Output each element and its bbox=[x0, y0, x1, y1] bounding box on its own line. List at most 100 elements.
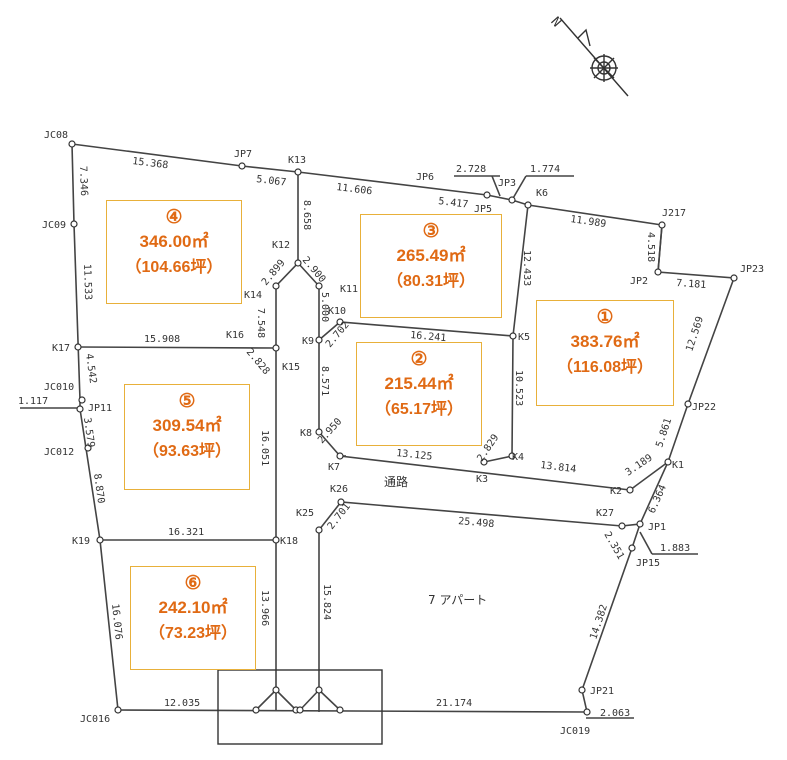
point-label: JC08 bbox=[44, 130, 68, 141]
point-label: K2 bbox=[610, 486, 622, 497]
point-label: JP22 bbox=[692, 402, 716, 413]
lot-number: ③ bbox=[422, 221, 440, 242]
point-label: K10 bbox=[328, 306, 346, 317]
distance-label: 3.579 bbox=[81, 417, 96, 448]
point-label: K14 bbox=[244, 290, 262, 301]
lot-1-info: ① 383.76㎡ （116.08坪） bbox=[536, 300, 674, 406]
apartment-label: 7 アパート bbox=[428, 593, 487, 607]
distance-label: 7.346 bbox=[77, 166, 89, 196]
distance-label: 5.861 bbox=[654, 417, 674, 449]
distance-label: 1.774 bbox=[530, 164, 560, 175]
distance-label: 2.063 bbox=[600, 708, 630, 719]
lot-tsubo: （65.17坪） bbox=[374, 401, 464, 418]
point-label: K9 bbox=[302, 336, 314, 347]
point-label: J217 bbox=[662, 208, 686, 219]
distance-label: 11.533 bbox=[81, 264, 93, 300]
lot-number: ② bbox=[410, 349, 428, 370]
lot-4-info: ④ 346.00㎡ （104.66坪） bbox=[106, 200, 242, 304]
distance-label: 16.241 bbox=[410, 330, 447, 344]
lot-tsubo: （104.66坪） bbox=[125, 259, 223, 276]
highlight-rectangle bbox=[217, 669, 383, 745]
distance-label: 4.542 bbox=[83, 353, 98, 384]
point-label: JP6 bbox=[416, 172, 434, 183]
lot-tsubo: （73.23坪） bbox=[148, 625, 238, 642]
point-label: K18 bbox=[280, 536, 298, 547]
distance-label: 21.174 bbox=[436, 698, 472, 709]
point-label: K27 bbox=[596, 508, 614, 519]
north-label: N bbox=[547, 14, 563, 30]
point-label: K16 bbox=[226, 330, 244, 341]
point-label: JP23 bbox=[740, 264, 764, 275]
point-label: JP3 bbox=[498, 178, 516, 189]
point-label: K25 bbox=[296, 508, 314, 519]
point-label: K5 bbox=[518, 332, 530, 343]
distance-label: 4.518 bbox=[645, 232, 656, 262]
distance-label: 12.433 bbox=[521, 250, 532, 286]
lot-area: 215.44㎡ bbox=[384, 374, 454, 393]
lot-5-info: ⑤ 309.54㎡ （93.63坪） bbox=[124, 384, 250, 490]
point-label: K1 bbox=[672, 460, 684, 471]
point-label: K19 bbox=[72, 536, 90, 547]
distance-label: 7.181 bbox=[676, 278, 707, 291]
distance-label: 16.051 bbox=[259, 430, 270, 466]
lot-area: 346.00㎡ bbox=[139, 232, 209, 251]
distance-label: 8.658 bbox=[301, 200, 312, 230]
point-labels: JC08 JP7 K13 JP6 JP5 JP3 K6 J217 JP2 JP2… bbox=[42, 130, 764, 737]
point-markers bbox=[68, 140, 738, 716]
point-label: JP1 bbox=[648, 522, 666, 533]
distance-label: 13.966 bbox=[259, 590, 270, 626]
point-label: K3 bbox=[476, 474, 488, 485]
lot-tsubo: （116.08坪） bbox=[556, 359, 654, 376]
point-label: JC019 bbox=[560, 726, 590, 737]
point-label: JP21 bbox=[590, 686, 614, 697]
distance-label: 1.883 bbox=[660, 543, 690, 554]
distance-label: 2.828 bbox=[244, 347, 272, 377]
distance-label: 2.351 bbox=[601, 530, 626, 562]
point-label: K11 bbox=[340, 284, 358, 295]
distance-label: 15.908 bbox=[144, 334, 180, 345]
lot-tsubo: （93.63坪） bbox=[142, 443, 232, 460]
lot-2-info: ② 215.44㎡ （65.17坪） bbox=[356, 342, 482, 446]
point-label: JP11 bbox=[88, 403, 112, 414]
distance-label: 5.417 bbox=[438, 196, 469, 211]
point-label: K15 bbox=[282, 362, 300, 373]
lot-number: ⑥ bbox=[184, 573, 202, 594]
lot-area: 242.10㎡ bbox=[158, 598, 228, 617]
lot-3-info: ③ 265.49㎡ （80.31坪） bbox=[360, 214, 502, 318]
distance-label: 13.125 bbox=[396, 448, 433, 463]
distance-label: 6.364 bbox=[647, 483, 669, 515]
point-label: JC010 bbox=[44, 382, 74, 393]
distance-label: 12.035 bbox=[164, 698, 200, 709]
distance-label: 7.548 bbox=[255, 308, 266, 338]
lot-area: 383.76㎡ bbox=[570, 332, 640, 351]
point-label: K13 bbox=[288, 155, 306, 166]
point-label: JP7 bbox=[234, 149, 252, 160]
lot-area: 309.54㎡ bbox=[152, 416, 222, 435]
north-compass-icon bbox=[559, 17, 629, 97]
point-label: JC09 bbox=[42, 220, 66, 231]
distance-label: 25.498 bbox=[458, 516, 495, 530]
lot-number: ⑤ bbox=[178, 391, 196, 412]
distance-label: 1.117 bbox=[18, 396, 48, 407]
distance-label: 10.523 bbox=[513, 370, 524, 406]
point-label: K6 bbox=[536, 188, 548, 199]
point-label: K12 bbox=[272, 240, 290, 251]
distance-label: 16.321 bbox=[168, 527, 204, 538]
distance-label: 13.814 bbox=[540, 460, 577, 475]
distance-label: 16.076 bbox=[109, 603, 124, 640]
road-label: 通路 bbox=[384, 474, 408, 489]
lot-6-info: ⑥ 242.10㎡ （73.23坪） bbox=[130, 566, 256, 670]
lot-number: ① bbox=[596, 307, 614, 328]
point-label: JP15 bbox=[636, 558, 660, 569]
distance-label: 15.824 bbox=[321, 584, 332, 620]
point-label: K8 bbox=[300, 428, 312, 439]
point-label: JP2 bbox=[630, 276, 648, 287]
lot-tsubo: （80.31坪） bbox=[386, 273, 476, 290]
point-label: K4 bbox=[512, 452, 524, 463]
point-label: JP5 bbox=[474, 204, 492, 215]
distance-label: 12.569 bbox=[684, 315, 706, 353]
point-label: K7 bbox=[328, 462, 340, 473]
point-label: K26 bbox=[330, 484, 348, 495]
lot-area: 265.49㎡ bbox=[396, 246, 466, 265]
